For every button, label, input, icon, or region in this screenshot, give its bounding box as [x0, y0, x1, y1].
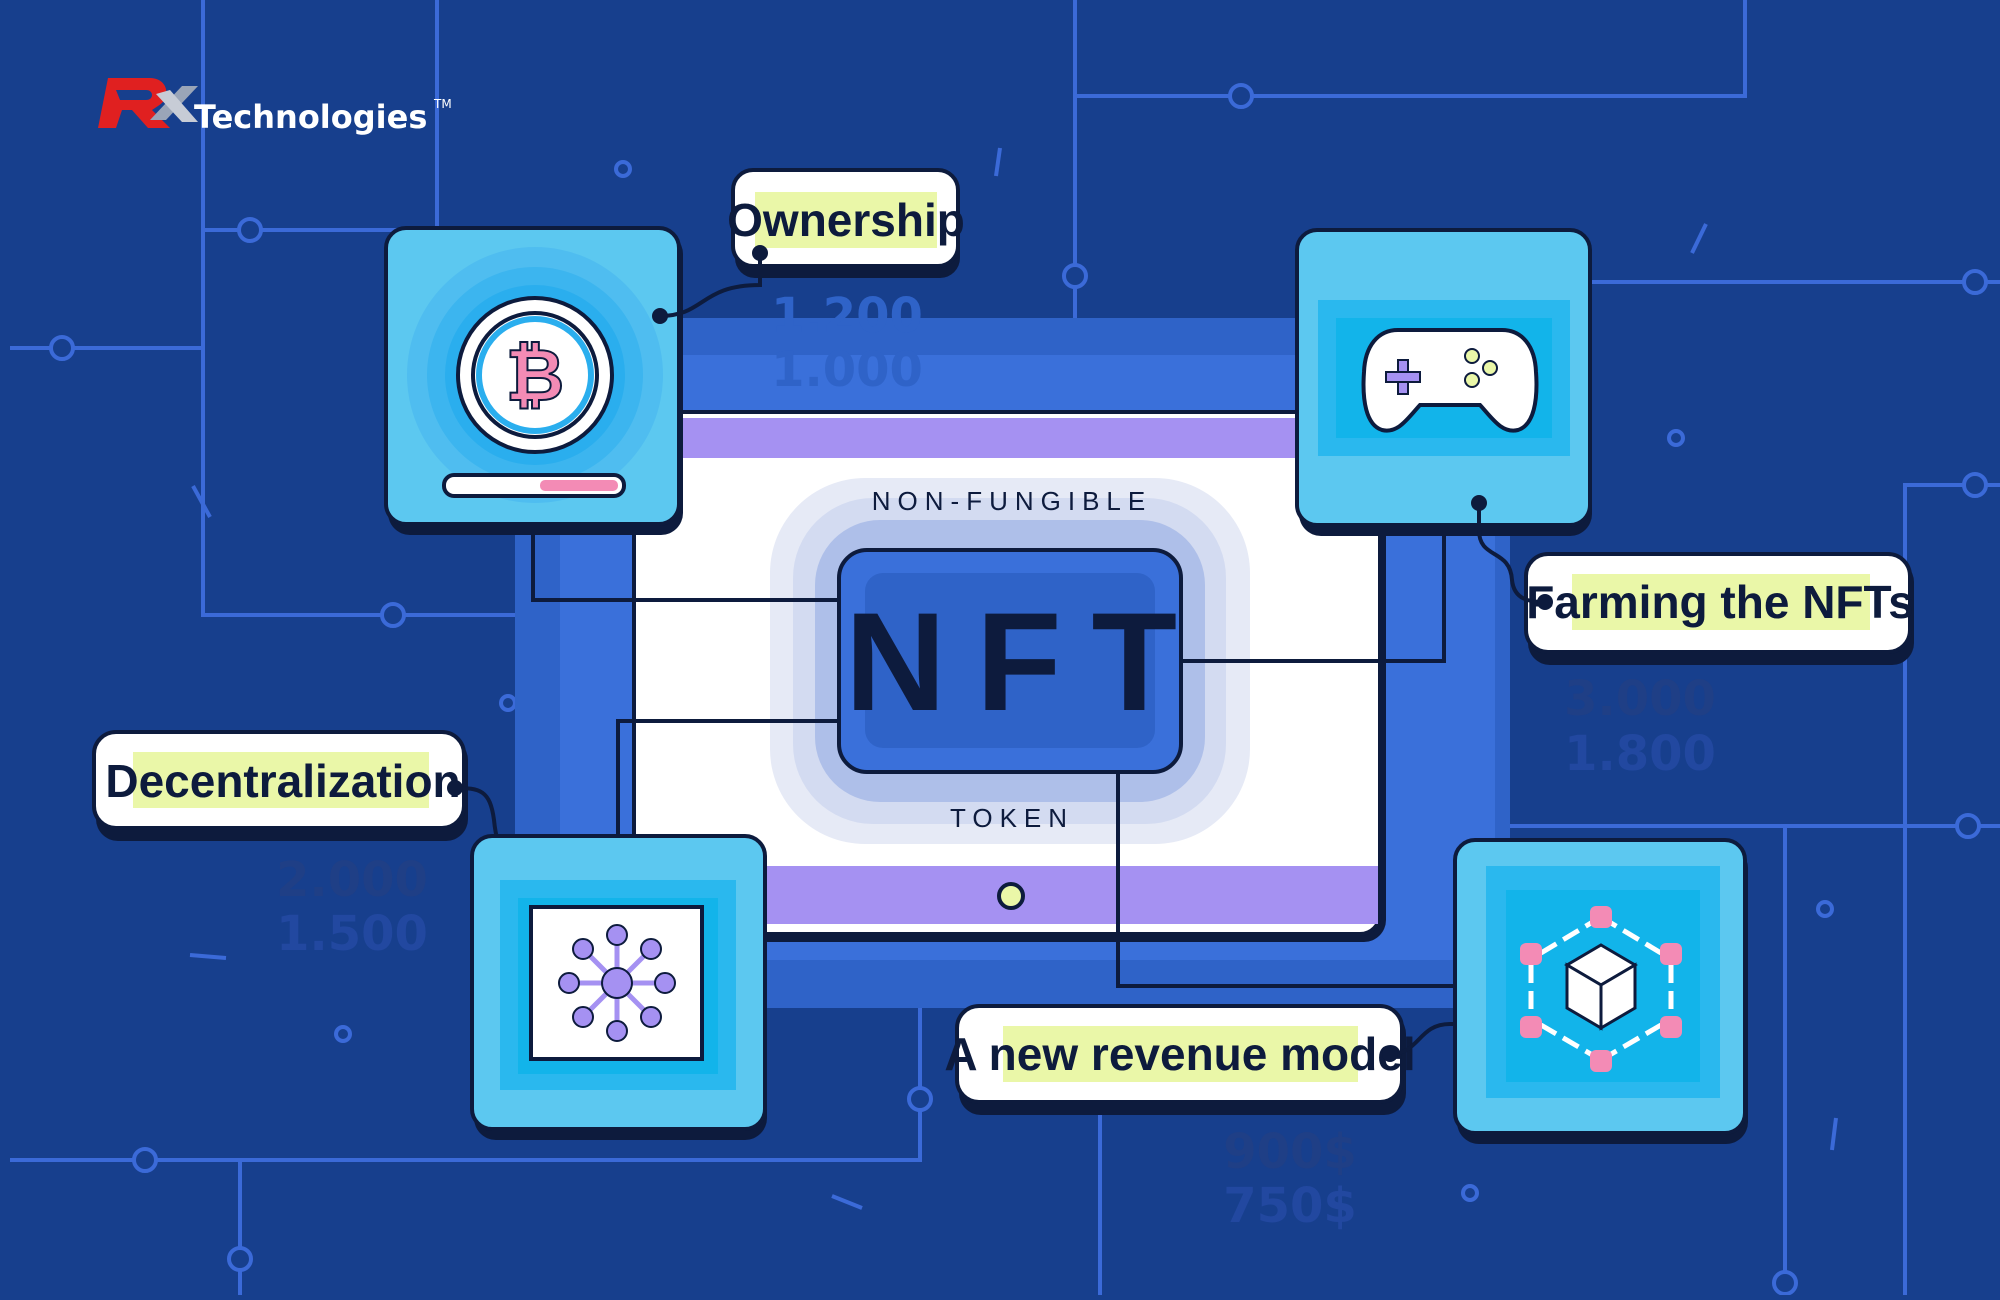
revenue-label: A new revenue model	[944, 1028, 1415, 1080]
revenue-card	[1453, 838, 1748, 1144]
game-controller-icon	[1361, 328, 1539, 433]
trademark-mark: TM	[433, 97, 452, 111]
farming-values: 3.000 1.800	[1564, 671, 1716, 782]
cube-network-icon	[1520, 906, 1682, 1072]
ownership-value-1: 1.200	[771, 288, 923, 344]
non-fungible-label: NON-FUNGIBLE	[872, 486, 1152, 516]
connector-lines	[531, 522, 1455, 988]
revenue-values: 900$ 750$	[1223, 1124, 1357, 1234]
network-nodes-icon	[558, 924, 676, 1042]
ownership-values: 1.200 1.000	[771, 288, 923, 398]
decentralization-values: 2.000 1.500	[276, 852, 428, 962]
logo-mark-icon	[98, 78, 198, 128]
screen-top-bar	[636, 418, 1378, 458]
farming-label: Farming the NFTs	[1526, 576, 1914, 628]
ownership-label: Ownership	[727, 194, 965, 246]
ownership-label-box: Ownership	[652, 168, 965, 324]
ownership-card: ₿	[384, 226, 683, 535]
farming-value-2: 1.800	[1564, 726, 1716, 782]
logo-wordmark: Technologies	[194, 98, 427, 136]
farming-value-1: 3.000	[1564, 671, 1716, 727]
home-button	[997, 882, 1025, 910]
bitcoin-coin-icon: ₿	[456, 296, 614, 454]
decentralization-label: Decentralization	[105, 755, 460, 807]
progress-fill	[540, 480, 618, 491]
farming-label-box: Farming the NFTs	[1477, 503, 1914, 665]
revenue-value-2: 750$	[1223, 1178, 1357, 1234]
nft-center-inner	[865, 573, 1155, 748]
token-label: TOKEN	[950, 803, 1074, 833]
revenue-value-1: 900$	[1223, 1124, 1357, 1180]
ownership-value-2: 1.000	[771, 342, 923, 398]
revenue-label-box: A new revenue model	[944, 1004, 1486, 1115]
decentralization-card	[470, 834, 767, 1140]
company-logo: Technologies TM	[98, 78, 452, 136]
decentralization-value-1: 2.000	[276, 852, 428, 908]
farming-card	[1295, 228, 1592, 536]
nft-title: NFT	[845, 583, 1207, 740]
decentralization-label-box: Decentralization	[92, 730, 510, 860]
svg-text:₿: ₿	[506, 333, 565, 417]
decentralization-value-2: 1.500	[276, 906, 428, 962]
